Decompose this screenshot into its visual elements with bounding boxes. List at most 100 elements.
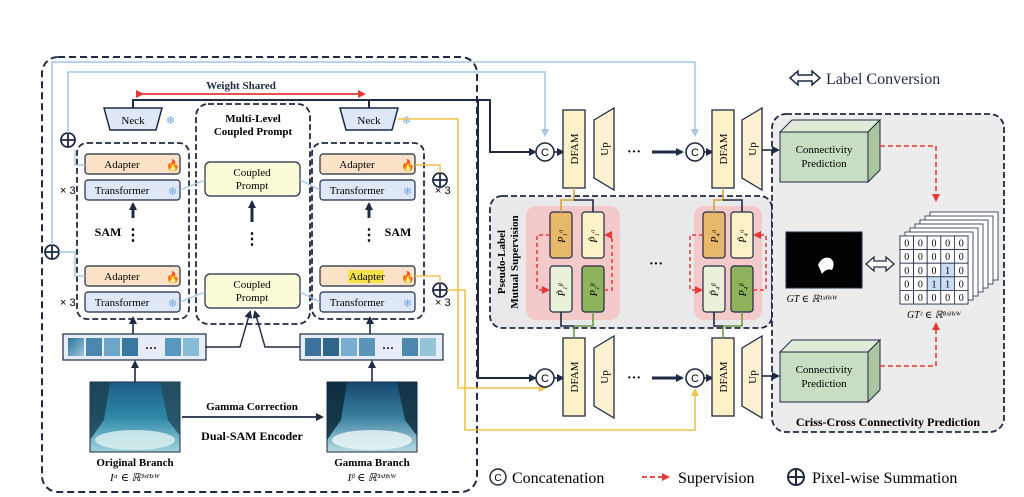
sam-left-dots: ⋮	[125, 227, 141, 244]
coupled-prompt-bottom	[204, 273, 301, 309]
legend-label-conversion: Label Conversion	[788, 69, 940, 88]
neck-right: Neck ❄	[339, 107, 411, 131]
coupled-prompt-bottom-line2: Prompt	[236, 292, 268, 304]
svg-text:P̃₄ᵝ: P̃₄ᵝ	[708, 283, 721, 298]
legend-supervision-text: Supervision	[678, 470, 754, 487]
gtc-cell-value: 0	[904, 252, 909, 263]
original-image	[89, 381, 181, 453]
fire-icon: 🔥	[166, 271, 180, 284]
gtc-formula: GTᶜ ∈ ℝ⁸ˣᴴˣᵂ	[907, 310, 961, 321]
svg-text:···: ···	[382, 341, 394, 355]
legend-pixel-summation: Pixel-wise Summation	[787, 468, 957, 487]
gt-formula: GT ∈ ℝ¹ˣᴴˣᵂ	[787, 294, 838, 305]
gtc-cell-value: 0	[959, 279, 964, 290]
gtc-cell-value: 0	[918, 266, 923, 277]
adapter-right-bottom-label: Adapter	[349, 271, 385, 283]
svg-text:Connectivity: Connectivity	[796, 364, 853, 376]
original-branch-formula: Iᵅ ∈ ℝ³ˣᴴˣᵂ	[109, 472, 161, 484]
concat-top-4: C	[685, 142, 705, 162]
connectivity-prediction-top: Connectivity Prediction	[778, 118, 882, 184]
gtc-cell-value: 0	[945, 239, 950, 250]
coupled-prompt-bottom-line1: Coupled	[233, 279, 271, 291]
svg-text:P₁ᵝ: P₁ᵝ	[589, 283, 600, 298]
svg-text:P₁ᵅ: P₁ᵅ	[557, 229, 568, 244]
sam-right-label: SAM	[385, 225, 412, 239]
up-top-4	[741, 106, 763, 192]
coupled-prompt-title-2: Coupled Prompt	[214, 126, 293, 138]
snowflake-icon: ❄	[168, 186, 177, 198]
gtc-cell-value: 0	[918, 293, 923, 304]
up-bottom-4	[741, 334, 763, 420]
gtc-cell-value: 0	[945, 293, 950, 304]
up-top-1	[593, 106, 615, 192]
coupled-prompt-dots: ⋮	[244, 231, 260, 248]
connectivity-prediction-bottom: Connectivity Prediction	[778, 338, 882, 404]
up-bottom-1	[593, 334, 615, 420]
pseudo-label-title-1: Pseudo-Label	[496, 230, 508, 294]
double-arrow-icon	[788, 69, 822, 87]
coupled-prompt-top	[204, 161, 301, 197]
sum-icon	[44, 244, 60, 260]
fire-icon: 🔥	[166, 159, 180, 172]
svg-text:C: C	[494, 473, 501, 484]
svg-text:Prediction: Prediction	[801, 378, 847, 390]
adapter-right-top-label: Adapter	[339, 159, 375, 171]
transformer-left-bottom-label: Transformer	[95, 297, 150, 309]
svg-text:···: ···	[627, 371, 641, 386]
gtc-cell-value: 0	[918, 239, 923, 250]
gamma-image	[326, 381, 418, 453]
repeat-right-bottom: × 3	[435, 297, 451, 309]
coupled-prompt-title-1: Multi-Level	[225, 113, 281, 125]
svg-text:Up: Up	[747, 370, 759, 384]
gtc-cell-value: 1	[945, 279, 950, 290]
sum-icon	[60, 132, 76, 148]
svg-text:P₄ᵅ: P₄ᵅ	[710, 229, 721, 244]
coupled-prompt-top-line2: Prompt	[236, 180, 268, 192]
snowflake-icon: ❄	[403, 298, 412, 310]
svg-text:···: ···	[649, 257, 663, 272]
svg-text:C: C	[541, 373, 549, 385]
sam-right-dots: ⋮	[361, 227, 377, 244]
gamma-branch-label: Gamma Branch	[334, 457, 409, 469]
concat-top-1: C	[535, 142, 555, 162]
gtc-cell-value: 0	[959, 293, 964, 304]
gtc-cell-value: 1	[945, 266, 950, 277]
neck-left-label: Neck	[121, 115, 145, 127]
gtc-cell-value: 0	[932, 266, 937, 277]
svg-text:C: C	[691, 147, 699, 159]
gtc-cell-value: 0	[959, 252, 964, 263]
gtc-cell-value: 0	[932, 252, 937, 263]
svg-text:···: ···	[627, 145, 641, 160]
legend-label-conversion-text: Label Conversion	[826, 71, 940, 88]
svg-text:C: C	[691, 373, 699, 385]
sum-icon	[432, 282, 448, 298]
neck-right-label: Neck	[357, 115, 381, 127]
patch-strip-left: ···	[62, 333, 207, 361]
svg-text:P̃₁ᵝ: P̃₁ᵝ	[555, 283, 568, 298]
svg-text:DFAM: DFAM	[569, 133, 581, 164]
svg-text:Connectivity: Connectivity	[796, 144, 853, 156]
repeat-right-top: × 3	[435, 185, 451, 197]
adapter-right-top	[319, 153, 416, 175]
gtc-cell-value: 0	[904, 239, 909, 250]
gtc-cell	[954, 289, 969, 305]
svg-text:P₄ᵝ: P₄ᵝ	[738, 283, 749, 298]
legend-concatenation-text: Concatenation	[512, 470, 604, 487]
gamma-branch-formula: Iᵝ ∈ ℝ³ˣᴴˣᵂ	[347, 472, 398, 484]
transformer-left-top-label: Transformer	[95, 185, 150, 197]
adapter-left-top	[84, 153, 181, 175]
adapter-highlight	[348, 270, 384, 283]
patch-strip-right: ···	[299, 333, 444, 361]
pseudo-label-title-2: Mutual Supervision	[509, 215, 521, 308]
weight-shared-label: Weight Shared	[206, 80, 276, 92]
legend-concatenation: C Concatenation	[489, 468, 604, 487]
gtc-cell-value: 0	[904, 266, 909, 277]
svg-text:P̃₄ᵅ: P̃₄ᵅ	[736, 229, 749, 244]
coupled-prompt-block	[195, 103, 311, 325]
svg-text:DFAM: DFAM	[718, 133, 730, 164]
fire-icon: 🔥	[401, 271, 415, 284]
transformer-right-bottom-label: Transformer	[330, 297, 385, 309]
concat-bottom-4: C	[685, 368, 705, 388]
gtc-cell-value: 0	[959, 266, 964, 277]
